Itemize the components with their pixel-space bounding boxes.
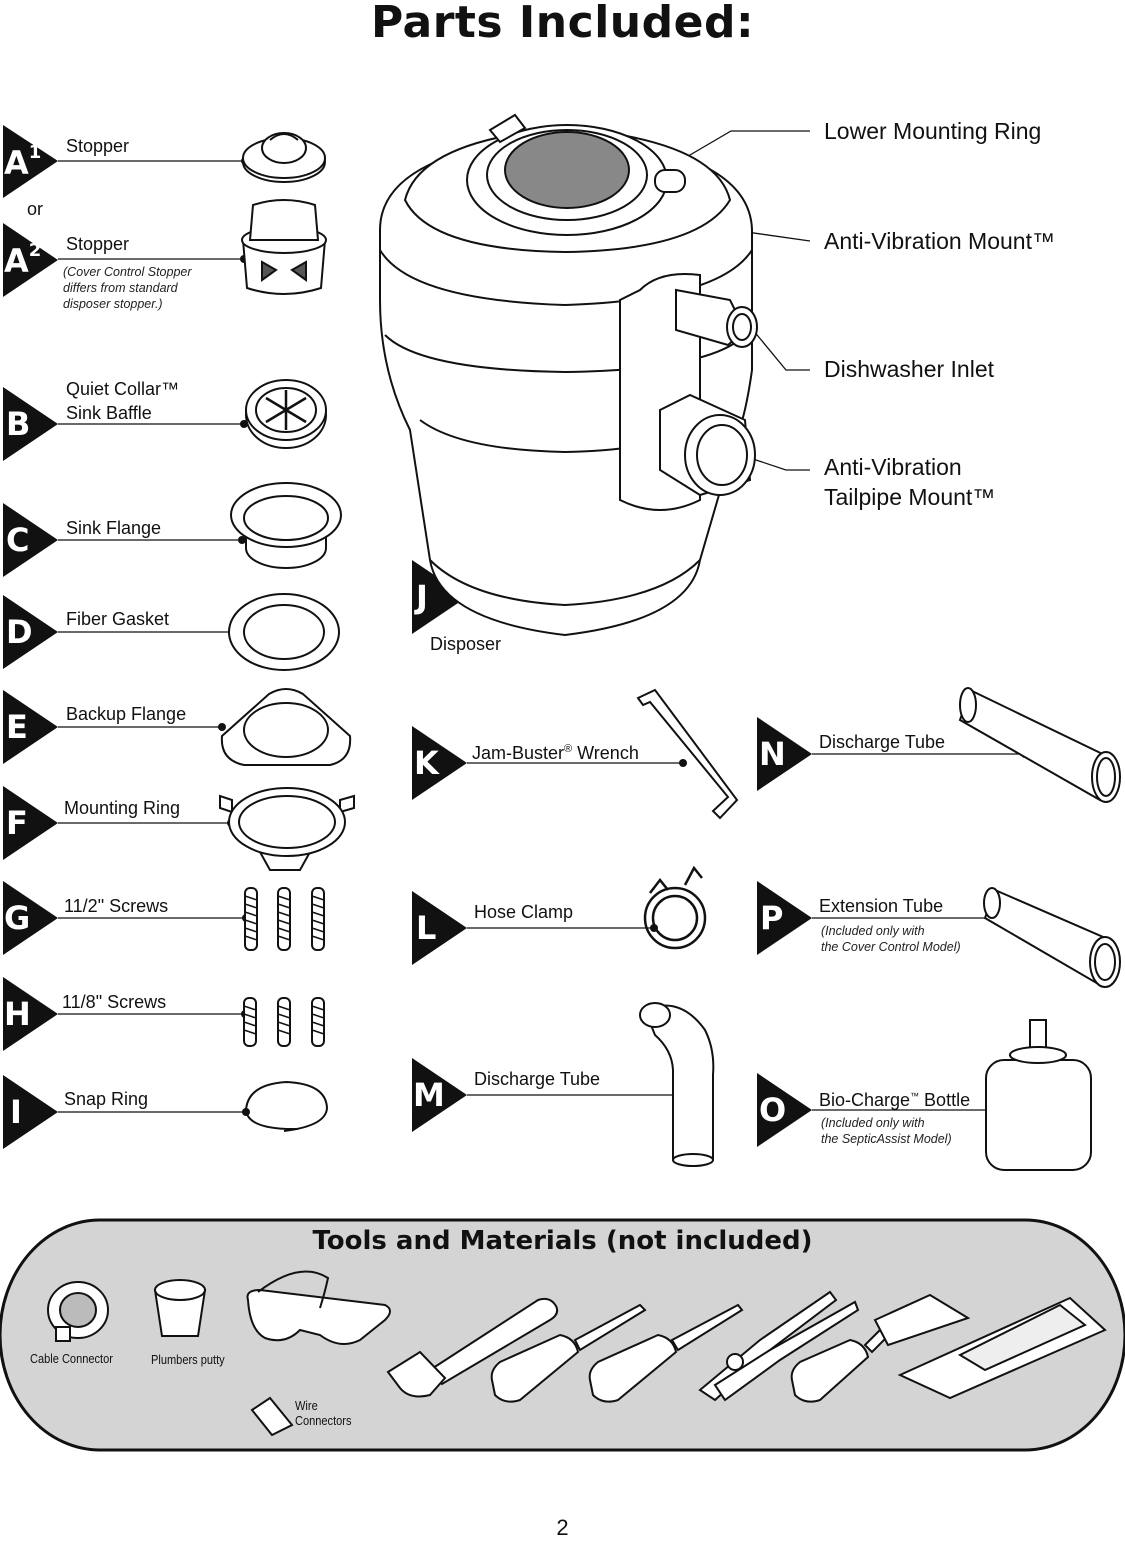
tab-j [412, 560, 467, 634]
letter-l: L [416, 909, 437, 947]
tab-d [3, 595, 58, 669]
tab-h [3, 977, 58, 1051]
tab-i [3, 1075, 58, 1149]
tab-c [3, 503, 58, 577]
letter-e: E [6, 708, 28, 746]
discharge-tube-drawing [958, 687, 1121, 803]
letter-g: G [4, 899, 31, 937]
label-stopper-a2: Stopper [66, 234, 130, 254]
callout-anti-vibration-mount: Anti-Vibration Mount™ [824, 228, 1055, 254]
letter-j: J [416, 578, 428, 616]
tool-label-plumbers-putty: Plumbers putty [151, 1352, 225, 1367]
small-parts [219, 132, 355, 1132]
tool-label-cable-connector: Cable Connector [30, 1351, 113, 1366]
tab-o [757, 1073, 812, 1147]
letter-o: O [759, 1091, 787, 1129]
label-hose-clamp: Hose Clamp [474, 902, 574, 922]
wrench-drawing [636, 688, 739, 820]
screws-short-drawing [243, 997, 325, 1047]
tools-title: Tools and Materials (not included) [312, 1226, 813, 1256]
label-discharge-tube-m: Discharge Tube [474, 1069, 601, 1089]
tab-k [412, 726, 467, 800]
backup-flange-drawing [220, 688, 352, 766]
sink-baffle-drawing [245, 379, 327, 449]
bio-charge-bottle-drawing [985, 1019, 1092, 1171]
letter-f: F [6, 804, 28, 842]
letter-b: B [6, 405, 31, 443]
label-disposer: Disposer [430, 634, 502, 654]
label-screws-long: 11/2" Screws [64, 896, 169, 916]
mounting-ring-drawing [219, 787, 355, 871]
hose-clamp-drawing [643, 865, 707, 950]
extension-tube-drawing [983, 887, 1121, 988]
tab-a2 [3, 223, 58, 297]
label-screws-short: 11/8" Screws [62, 992, 167, 1012]
stopper-a2-drawing [241, 199, 327, 295]
tab-f [3, 786, 58, 860]
cable-connector-drawing [47, 1281, 109, 1342]
plumbers-putty-drawing [153, 1279, 207, 1337]
callout-dishwasher-inlet: Dishwasher Inlet [824, 356, 995, 382]
wire-connector-drawing [250, 1396, 294, 1437]
label-fiber-gasket: Fiber Gasket [66, 609, 170, 629]
hammer-drawing [386, 1297, 559, 1398]
tab-p [757, 881, 812, 955]
tab-g [3, 881, 58, 955]
tab-b [3, 387, 58, 461]
letter-i: I [10, 1093, 22, 1131]
or-text: or [27, 199, 44, 219]
letter-a1: A1 [4, 142, 42, 182]
sink-flange-drawing [230, 482, 342, 569]
label-wrench: Jam-Buster® Wrench [472, 743, 639, 763]
safety-glasses-drawing [246, 1270, 391, 1345]
label-extension-tube: Extension Tube [819, 896, 944, 916]
page-number: 2 [556, 1515, 569, 1540]
letter-d: D [6, 613, 33, 651]
letter-n: N [759, 735, 786, 773]
label-sink-flange: Sink Flange [66, 518, 162, 538]
letter-a2: A2 [4, 240, 42, 280]
leader-lines [58, 130, 1025, 1113]
snap-ring-drawing [244, 1080, 329, 1132]
letter-tabs [3, 125, 812, 1149]
letter-h: H [4, 995, 31, 1033]
tools-panel [0, 1218, 1125, 1452]
tab-e [3, 690, 58, 764]
tab-m [412, 1058, 467, 1132]
label-mounting-ring: Mounting Ring [64, 798, 181, 818]
fiber-gasket-drawing [228, 593, 340, 671]
screws-long-drawing [244, 887, 325, 951]
label-snap-ring: Snap Ring [64, 1089, 149, 1109]
label-stopper-a1: Stopper [66, 136, 130, 156]
tab-a1 [3, 125, 58, 198]
discharge-tube-elbow-drawing [639, 1002, 715, 1167]
letter-c: C [6, 521, 30, 559]
letter-k: K [414, 744, 439, 782]
label-backup-flange: Backup Flange [66, 704, 187, 724]
screwdriver-2-drawing [588, 1303, 744, 1403]
label-bio-charge: Bio-Charge™ Bottle [819, 1090, 971, 1110]
label-discharge-tube-n: Discharge Tube [819, 732, 946, 752]
tab-n [757, 717, 812, 791]
pliers-drawing [698, 1290, 860, 1402]
tab-l [412, 891, 467, 965]
page-title: Parts Included: [370, 0, 755, 48]
hacksaw-drawing [897, 1296, 1107, 1400]
screwdriver-3-drawing [790, 1293, 971, 1403]
letter-p: P [760, 899, 784, 937]
disposer-drawing [379, 113, 758, 637]
stopper-a1-drawing [242, 132, 326, 183]
callout-lower-mounting-ring: Lower Mounting Ring [824, 118, 1042, 144]
screwdriver-1-drawing [490, 1303, 647, 1403]
letter-m: M [413, 1076, 445, 1114]
